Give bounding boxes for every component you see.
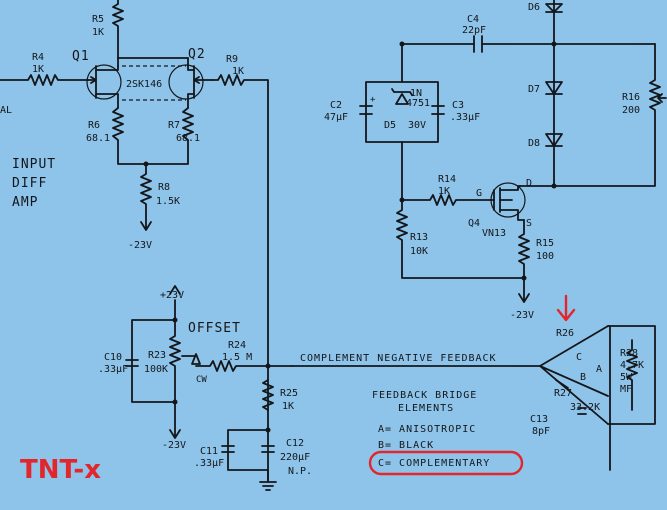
c11-value: .33μF — [194, 458, 224, 469]
gate-label: G — [476, 188, 482, 199]
r24-value: 1.5 M — [222, 352, 252, 363]
offset-supply-pos: +23V — [160, 290, 184, 301]
r28-label: R28 — [620, 348, 638, 359]
handwritten-tnt-x: TNT-x — [20, 455, 101, 485]
zener-label: 1N — [410, 88, 422, 99]
r14-value: 1K — [438, 186, 450, 197]
input-diff-amp-section: R5 1K R4 1K AL Q1 Q2 — [0, 0, 269, 481]
legend-c: C= COMPLEMENTARY — [378, 458, 490, 469]
q2-jfet-symbol — [168, 64, 213, 109]
r28-value: 4.7K — [620, 360, 644, 371]
r9-value: 1K — [232, 66, 244, 77]
c13-value: 8pF — [532, 426, 550, 437]
c10-value: .33μF — [98, 364, 128, 375]
r15-supply-label: -23V — [510, 310, 534, 321]
offset-label: OFFSET — [188, 321, 241, 336]
offset-supply-neg: -23V — [162, 440, 186, 451]
d5-value: 30V — [408, 120, 426, 131]
source-label: S — [526, 218, 532, 229]
fb-title-line1: FEEDBACK BRIDGE — [372, 390, 477, 401]
q4-label: Q4 — [468, 218, 480, 229]
fb-title-line2: ELEMENTS — [398, 403, 454, 414]
r24-label: R24 — [228, 340, 246, 351]
r15-label: R15 — [536, 238, 554, 249]
bridge-b-label: B — [580, 372, 586, 383]
c3-label: C3 — [452, 100, 464, 111]
r8-supply-label: -23V — [128, 240, 152, 251]
c2-polarity-label: + — [370, 95, 376, 105]
offset-section: +23V C10 .33μF R23 100K CW OFFSET R24 1.… — [98, 285, 541, 491]
q4-part: VN13 — [482, 228, 506, 239]
d8-label: D8 — [528, 138, 540, 149]
r4-value: 1K — [32, 64, 44, 75]
d6-label: D6 — [528, 2, 540, 13]
bridge-a-label: A — [596, 364, 602, 375]
d7-diode-symbol — [545, 81, 563, 95]
c2-value: 47μF — [324, 112, 348, 123]
input-label-line3: AMP — [12, 195, 38, 210]
r14-label: R14 — [438, 174, 456, 185]
r25-label: R25 — [280, 388, 298, 399]
d5-label: D5 — [384, 120, 396, 131]
r4-label: R4 — [32, 52, 44, 63]
c2-label: C2 — [330, 100, 342, 111]
r15-value: 100 — [536, 251, 554, 262]
r6-value: 68.1 — [86, 133, 110, 144]
bias-section: C4 22pF D6 D7 D8 R16 200 + C2 47μF 1N 47… — [324, 0, 667, 321]
r13-label: R13 — [410, 232, 428, 243]
bridge-c-label: C — [576, 352, 582, 363]
r16-label: R16 — [622, 92, 640, 103]
r23-value: 100K — [144, 364, 168, 375]
red-annotations: TNT-x — [20, 294, 576, 485]
r7-label: R7 — [168, 120, 180, 131]
red-highlight-box — [368, 450, 524, 476]
drain-label: D — [526, 178, 532, 189]
jfet-part-label: 2SK146 — [126, 79, 162, 90]
input-label-line2: DIFF — [12, 176, 47, 191]
r25-value: 1K — [282, 401, 294, 412]
r27-value: 33.2K — [570, 402, 600, 413]
q2-label: Q2 — [188, 47, 206, 62]
r13-value: 10K — [410, 246, 428, 257]
r16-value: 200 — [622, 105, 640, 116]
c11-label: C11 — [200, 446, 218, 457]
c3-value: .33μF — [450, 112, 480, 123]
c12-label: C12 — [286, 438, 304, 449]
r26-label: R26 — [556, 328, 574, 339]
q1-label: Q1 — [72, 49, 90, 64]
d5-zener-symbol — [391, 88, 413, 105]
feedback-bridge-section: FEEDBACK BRIDGE ELEMENTS A= ANISOTROPIC … — [372, 325, 656, 471]
edge-label-al: AL — [0, 105, 12, 116]
r23-label: R23 — [148, 350, 166, 361]
q1-jfet-symbol — [86, 64, 122, 109]
cw-label: CW — [196, 375, 207, 385]
zener-part: 4751 — [406, 98, 430, 109]
r5-label: R5 — [92, 14, 104, 25]
d7-label: D7 — [528, 84, 540, 95]
c4-value: 22pF — [462, 25, 486, 36]
r6-label: R6 — [88, 120, 100, 131]
r8-value: 1.5K — [156, 196, 180, 207]
d8-diode-symbol — [545, 133, 563, 147]
r27-label: R27 — [554, 388, 572, 399]
r28-watt: 5W — [620, 372, 633, 383]
c12-value: 220μF — [280, 452, 310, 463]
red-arrow-icon — [556, 294, 576, 322]
legend-a: A= ANISOTROPIC — [378, 424, 476, 435]
r5-value: 1K — [92, 27, 104, 38]
q4-mosfet-symbol — [490, 182, 526, 221]
input-label-line1: INPUT — [12, 157, 56, 172]
legend-b: B= BLACK — [378, 440, 434, 451]
r9-label: R9 — [226, 54, 238, 65]
c4-label: C4 — [467, 14, 479, 25]
c12-np: N.P. — [288, 466, 312, 477]
c13-label: C13 — [530, 414, 548, 425]
d6-diode-symbol — [545, 3, 563, 13]
r28-type: MF — [620, 384, 632, 395]
r7-value: 68.1 — [176, 133, 200, 144]
r8-label: R8 — [158, 182, 170, 193]
complement-feedback-label: COMPLEMENT NEGATIVE FEEDBACK — [300, 353, 497, 364]
c10-label: C10 — [104, 352, 122, 363]
